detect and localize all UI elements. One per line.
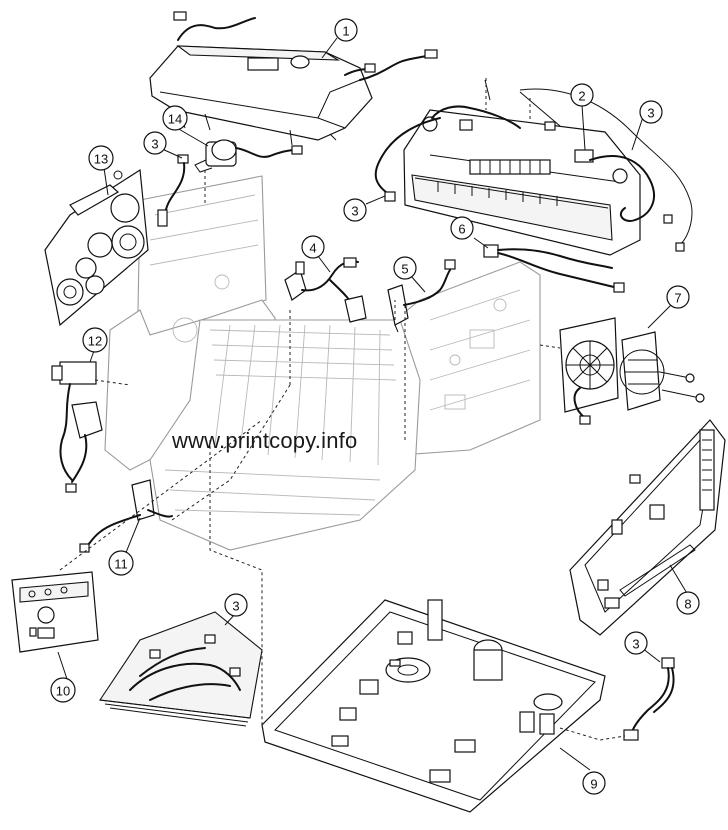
callout-9: 9 <box>582 771 606 795</box>
part-solenoid-12 <box>51 361 103 493</box>
callout-3d-label: 3 <box>232 599 239 614</box>
callout-8: 8 <box>676 591 700 615</box>
part-cable-3a <box>157 154 189 227</box>
part-laser-unit <box>149 11 438 146</box>
callout-1-label: 1 <box>342 24 349 39</box>
callout-3a: 3 <box>639 100 663 124</box>
part-cable-3e <box>623 657 675 741</box>
callout-14: 14 <box>162 105 188 131</box>
callout-4-label: 4 <box>309 241 316 256</box>
part-controller-board-8 <box>569 419 726 636</box>
callout-12: 12 <box>82 327 108 353</box>
printer-frame <box>104 175 541 551</box>
callout-11: 11 <box>108 550 134 576</box>
part-fuser-2 <box>403 79 641 256</box>
part-sensor-11 <box>79 479 173 553</box>
callout-13: 13 <box>88 145 114 171</box>
callout-3e-label: 3 <box>632 637 639 652</box>
callout-10-label: 10 <box>56 684 70 699</box>
callout-11-label: 11 <box>114 557 128 572</box>
callout-14-label: 14 <box>168 112 182 127</box>
callout-5: 5 <box>393 256 417 280</box>
callout-3e: 3 <box>624 631 648 655</box>
callout-10: 10 <box>50 677 76 703</box>
callout-3c-label: 3 <box>351 204 358 219</box>
callout-3b-label: 3 <box>151 137 158 152</box>
callout-7-label: 7 <box>674 291 681 306</box>
callout-3a-label: 3 <box>647 106 654 121</box>
callout-6: 6 <box>450 216 474 240</box>
part-solenoid-14 <box>194 139 303 173</box>
part-cable-harness-3d <box>99 611 263 727</box>
part-cable-3b <box>519 88 693 252</box>
callout-9-label: 9 <box>590 777 597 792</box>
callout-8-label: 8 <box>684 597 691 612</box>
callout-1: 1 <box>334 18 358 42</box>
dashed-connections <box>59 78 626 741</box>
part-fan-7 <box>559 317 705 425</box>
callout-6-label: 6 <box>458 222 465 237</box>
watermark-text: www.printcopy.info <box>172 428 358 453</box>
callout-5-label: 5 <box>401 262 408 277</box>
callout-3d: 3 <box>224 593 248 617</box>
callout-13-label: 13 <box>94 152 108 167</box>
part-gear-drive-13 <box>44 168 149 327</box>
part-power-supply-9 <box>261 599 606 813</box>
callout-2: 2 <box>570 83 594 107</box>
callout-4: 4 <box>301 235 325 259</box>
part-sensor-4 <box>284 257 367 323</box>
part-sensor-5 <box>387 259 456 333</box>
callout-7: 7 <box>666 285 690 309</box>
callout-12-label: 12 <box>88 334 102 349</box>
callout-2-label: 2 <box>578 89 585 104</box>
callout-3b: 3 <box>143 131 167 155</box>
callout-3c: 3 <box>343 198 367 222</box>
part-operator-panel-10 <box>11 571 99 653</box>
